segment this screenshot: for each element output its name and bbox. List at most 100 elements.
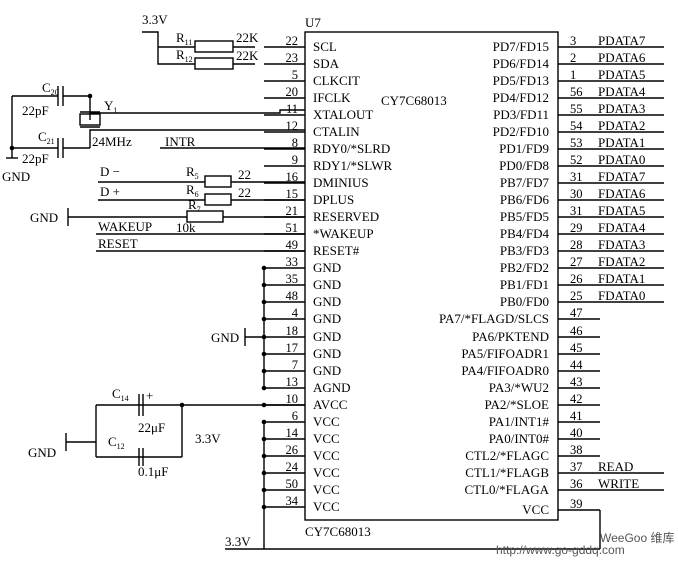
right-pin-number: 1	[570, 68, 576, 82]
chip-name-inside: CY7C68013	[381, 93, 447, 108]
right-pin-number: 39	[570, 497, 583, 511]
right-pin-number: 47	[570, 306, 583, 320]
right-pin-name: CTL0/*FLAGA	[465, 482, 550, 497]
right-net-label: FDATA2	[598, 254, 645, 269]
left-pin-name: VCC	[313, 431, 340, 446]
left-pin-name: SDA	[313, 56, 340, 71]
left-pin-name: GND	[313, 294, 341, 309]
reset-label: RESET	[98, 236, 138, 251]
left-pin-number: 17	[286, 341, 299, 355]
right-net-label: FDATA0	[598, 288, 645, 303]
r5-designator: R5	[186, 164, 199, 181]
right-net-label: WRITE	[598, 476, 639, 491]
right-pin-number: 3	[570, 34, 576, 48]
left-pin-name: CTALIN	[313, 124, 360, 139]
left-pin-name: VCC	[313, 448, 340, 463]
c20-designator: C20	[42, 80, 59, 97]
right-pin-name: PA2/*SLOE	[484, 397, 549, 412]
right-pin-number: 30	[570, 187, 583, 201]
gnd-label-group: GND	[211, 330, 239, 345]
c21-value: 22pF	[22, 151, 49, 166]
right-pin-name: PD3/FD11	[493, 107, 549, 122]
right-pin-number: 38	[570, 443, 583, 457]
left-pin-number: 5	[292, 68, 298, 82]
right-pin-name: PA1/INT1#	[489, 414, 550, 429]
left-pin-name: DMINIUS	[313, 175, 369, 190]
xtalout-net	[89, 96, 305, 114]
right-pin-number: 31	[570, 170, 583, 184]
right-pin-name: PB0/FD0	[500, 294, 549, 309]
right-pin-name: PA4/FIFOADR0	[461, 363, 549, 378]
r5-value: 22	[238, 167, 251, 182]
gnd-label-caps: GND	[28, 445, 56, 460]
left-pin-name: DPLUS	[313, 192, 354, 207]
left-pin-number: 21	[286, 204, 299, 218]
left-pin-name: GND	[313, 260, 341, 275]
right-net-label: FDATA7	[598, 169, 646, 184]
left-pin-number: 20	[286, 85, 299, 99]
left-pin-number: 4	[292, 306, 299, 320]
c14-designator: C14	[112, 386, 129, 403]
right-pin-name: PB1/FD1	[500, 277, 549, 292]
y1-frequency: 24MHz	[92, 134, 132, 149]
right-pin-number: 42	[570, 392, 583, 406]
right-net-label: PDATA1	[598, 135, 645, 150]
left-pin-number: 11	[286, 102, 298, 116]
left-pin-number: 48	[286, 289, 299, 303]
junction-dot	[9, 145, 15, 151]
chip-body	[304, 31, 559, 521]
left-pin-name: VCC	[313, 414, 340, 429]
right-net-label: PDATA6	[598, 50, 646, 65]
right-pin-number: 27	[570, 255, 583, 269]
left-pin-number: 33	[286, 255, 299, 269]
right-net-label: PDATA3	[598, 101, 645, 116]
r12-value: 22K	[236, 48, 259, 63]
left-pin-name: VCC	[313, 499, 340, 514]
right-pin-name: PA7/*FLAGD/SLCS	[439, 311, 549, 326]
r7-designator: R7	[188, 197, 201, 214]
supply-label-top: 3.3V	[142, 12, 168, 27]
right-pin-number: 52	[570, 153, 583, 167]
r6-value: 22	[238, 185, 251, 200]
c12-value: 0.1μF	[138, 464, 168, 479]
intr-label: INTR	[165, 134, 196, 149]
left-pin-number: 6	[292, 409, 298, 423]
left-pin-name: GND	[313, 346, 341, 361]
right-pin-name: VCC	[522, 502, 549, 517]
right-pin-number: 26	[570, 272, 583, 286]
right-pin-number: 44	[570, 358, 583, 372]
left-pin-name: RESET#	[313, 243, 360, 258]
left-pin-name: VCC	[313, 482, 340, 497]
left-pin-number: 10	[286, 392, 299, 406]
right-pin-name: PD2/FD10	[493, 124, 549, 139]
right-pin-name: CTL1/*FLAGB	[465, 465, 549, 480]
c21-designator: C21	[38, 129, 55, 146]
right-pin-name: PB5/FD5	[500, 209, 549, 224]
right-pin-name: PA6/PKTEND	[472, 329, 549, 344]
right-pin-name: PB2/FD2	[500, 260, 549, 275]
dplus-label: D +	[100, 184, 120, 199]
r11-designator: R11	[176, 30, 192, 47]
left-pin-number: 9	[292, 153, 298, 167]
left-pin-name: GND	[313, 311, 341, 326]
left-pin-number: 51	[286, 221, 299, 235]
right-pin-name: PD4/FD12	[493, 90, 549, 105]
left-pin-name: GND	[313, 329, 341, 344]
left-pin-number: 35	[286, 272, 299, 286]
left-pin-number: 23	[286, 51, 299, 65]
c20-value: 22pF	[22, 103, 49, 118]
watermark-brand: WeeGoo 维库	[600, 530, 674, 545]
wakeup-label: WAKEUP	[98, 219, 152, 234]
left-pin-name: AVCC	[313, 397, 347, 412]
left-pin-name: GND	[313, 363, 341, 378]
left-pin-number: 15	[286, 187, 299, 201]
right-pin-name: PB4/FD4	[500, 226, 550, 241]
right-net-label: PDATA7	[598, 33, 646, 48]
y1-designator: Y1	[104, 98, 117, 115]
right-pin-name: PD5/FD13	[493, 73, 549, 88]
left-pin-number: 8	[292, 136, 298, 150]
right-pin-number: 29	[570, 221, 583, 235]
left-pin-name: VCC	[313, 465, 340, 480]
